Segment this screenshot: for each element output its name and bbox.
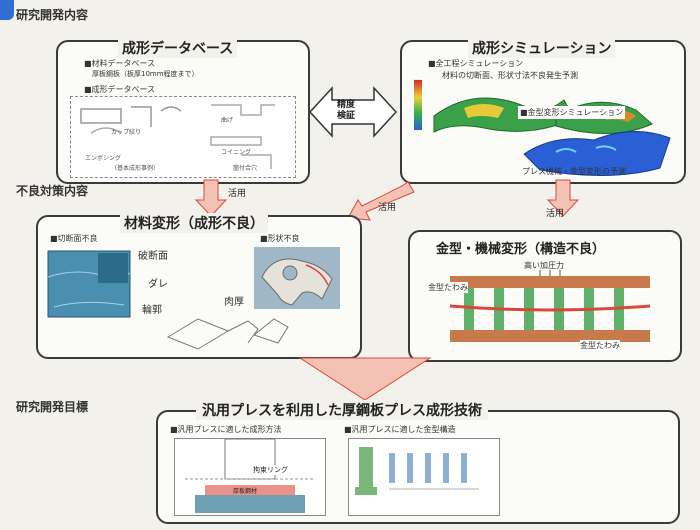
restraint-ring-label: 拘束リング (253, 465, 288, 475)
full-process-sim-label: ■全工程シミュレーション (428, 59, 524, 68)
simulation-contour-plots (414, 80, 671, 176)
cut-surface-photo (47, 250, 131, 318)
thickness-label: 肉厚 (224, 297, 244, 308)
material-db-detail: 厚板鋼板（板厚10mm程度まで） (92, 70, 199, 78)
die-machine-title: 金型・機械変形（構造不良） (436, 242, 606, 257)
goal-arrow (298, 357, 432, 401)
full-process-sim-desc: 材料の切断面、形状寸法不良発生予測 (442, 71, 578, 80)
material-deform-title: 材料変形（成形不良） (120, 213, 268, 233)
die-deflection-label-1: 金型たわみ (428, 282, 468, 293)
goal-title: 汎用プレスを利用した厚鋼板プレス成形技術 (196, 400, 488, 420)
verify-line2: 検証 (337, 111, 356, 121)
forming-database-title: 成形データベース (118, 38, 238, 58)
shape-defect-label: ■形状不良 (260, 234, 300, 243)
section-research-goal: 研究開発目標 (16, 400, 89, 414)
simulation-title: 成形シミュレーション (468, 38, 616, 58)
method-sketch (185, 438, 315, 513)
contour-label: 輪郭 (142, 305, 162, 316)
forming-examples-drawing (80, 104, 275, 169)
suitable-method-label: ■汎用プレスに適した成形方法 (170, 425, 282, 434)
apply-arrow-left (194, 179, 228, 217)
cut-defect-label: ■切断面不良 (50, 234, 98, 243)
apply-label-right: 活用 (546, 209, 565, 219)
die-structure-drawing (348, 438, 500, 516)
forming-database-panel: 成形データベース ■材料データベース 厚板鋼板（板厚10mm程度まで） ■成形デ… (56, 38, 310, 184)
part-sketch (166, 318, 289, 350)
example-basic-cases: （基本成形事例） (111, 165, 160, 172)
sag-label: ダレ (148, 279, 168, 290)
goal-panel: 汎用プレスを利用した厚鋼板プレス成形技術 ■汎用プレスに適した成形方法 ■汎用プ… (156, 400, 680, 524)
example-hole: 箇付合穴 (233, 165, 258, 172)
suitable-structure-label: ■汎用プレスに適した金型構造 (344, 425, 456, 434)
structure-sketch (355, 447, 479, 495)
example-embossing: エンボシング (85, 155, 122, 162)
apply-label-left: 活用 (228, 189, 247, 199)
die-deform-sim-desc: プレス機械・金型変形の予測 (522, 167, 626, 176)
section-countermeasure: 不良対策内容 (16, 184, 89, 198)
material-deform-panel: 材料変形（成形不良） ■切断面不良 破断面 ダレ ■形状不良 輪郭 肉厚 (36, 213, 362, 359)
verify-line1: 精度 (337, 100, 356, 110)
die-deform-sim-label: ■金型変形シミュレーション (518, 106, 626, 119)
die-deflection-label-2: 金型たわみ (580, 340, 620, 351)
apply-label-diagonal: 活用 (378, 203, 397, 213)
example-bending: 曲げ (221, 117, 234, 124)
example-cup-drawing: カップ絞り (111, 129, 142, 136)
high-force-label: 高い加圧力 (524, 261, 564, 270)
corner-accent (0, 0, 14, 20)
forming-db-examples: カップ絞り 曲げ コイニング エンボシング （基本成形事例） 箇付合穴 (70, 96, 296, 178)
fracture-surface-label: 破断面 (138, 251, 168, 262)
verify-label: 精度 検証 (337, 100, 355, 122)
forming-db-label: ■成形データベース (84, 85, 156, 94)
section-research-content: 研究開発内容 (16, 8, 89, 22)
simulation-panel: 成形シミュレーション ■全工程シミュレーション 材料の切断面、形状寸法不良発生予… (400, 38, 686, 184)
die-machine-panel: 金型・機械変形（構造不良） 高い加圧力 金型たわみ 金型たわみ (408, 230, 682, 362)
example-coining: コイニング (221, 149, 252, 156)
material-db-label: ■材料データベース (84, 59, 156, 68)
shape-defect-photo (254, 247, 340, 309)
verify-double-arrow (308, 86, 398, 138)
forming-method-drawing: 拘束リング 厚板鋼材 (174, 438, 326, 516)
die-deflection-drawing (449, 270, 651, 342)
apply-arrow-right (546, 179, 580, 217)
plate-material-label: 厚板鋼材 (233, 488, 258, 495)
